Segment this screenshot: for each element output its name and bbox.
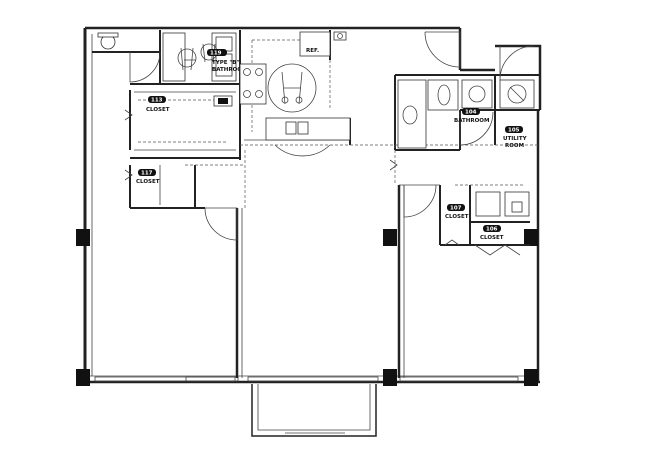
utility-tag: 105 <box>508 128 520 134</box>
closet-3-tag: 107 <box>450 206 462 212</box>
utility-label: 105 UTILITY ROOM <box>503 126 528 149</box>
dryer-icon <box>475 191 530 217</box>
closet-2-tag: 117 <box>141 171 153 177</box>
bath-1-name-line1: TYPE "B" <box>212 60 239 66</box>
bath-1-label: 119 TYPE "B" BATHROOM <box>207 49 247 73</box>
bath-2-label: 104 BATHROOM <box>454 108 489 124</box>
washer-icon <box>499 79 535 109</box>
balcony <box>251 384 377 437</box>
bath-2-tag: 104 <box>465 110 477 116</box>
closet-3-name: CLOSET <box>445 214 469 220</box>
panel-fill <box>218 98 228 104</box>
closet-4-label: 106 CLOSET <box>480 225 504 241</box>
bath-1-name-line2: BATHROOM <box>212 67 247 73</box>
closet-1-name: CLOSET <box>146 107 170 113</box>
utility-name-line1: UTILITY <box>503 136 528 142</box>
sink-icon <box>285 121 309 135</box>
bath-1-tag: 119 <box>210 51 222 57</box>
closet-4-name: CLOSET <box>480 235 504 241</box>
utility-name-line2: ROOM <box>505 143 524 149</box>
toilet-icon <box>97 32 119 50</box>
closet-1-tag: 113 <box>151 98 163 104</box>
refrigerator-label: REF. <box>306 48 319 54</box>
wheelchair-icon <box>267 63 317 113</box>
kitchen-fixtures <box>239 31 351 141</box>
closet-3-label: 107 CLOSET <box>445 204 469 220</box>
bath-2-name: BATHROOM <box>454 118 489 124</box>
stove-icon <box>243 68 263 98</box>
closet-2-label: 117 CLOSET <box>136 169 160 185</box>
closet-1-label: 113 CLOSET <box>146 96 170 113</box>
south-windows <box>94 376 519 382</box>
closet-4-tag: 106 <box>486 227 498 233</box>
bath-2-fixtures <box>397 79 493 149</box>
closet-2-name: CLOSET <box>136 179 160 185</box>
columns <box>76 229 538 386</box>
bath-1-fixtures <box>162 32 237 82</box>
door-swing-icon <box>124 31 535 256</box>
